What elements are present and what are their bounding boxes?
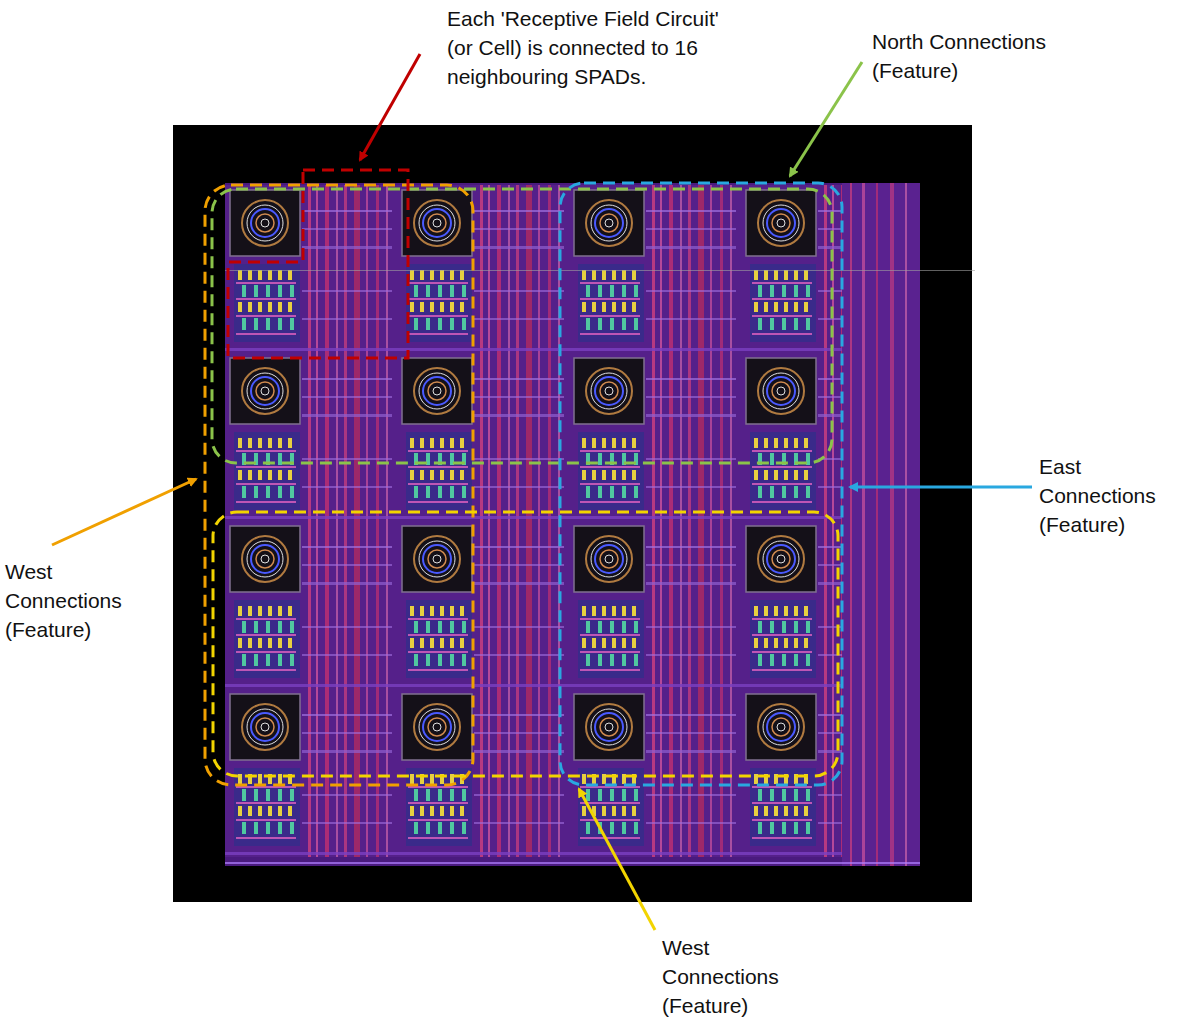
cell-callout: Each 'Receptive Field Circuit' (or Cell)…	[447, 4, 747, 91]
routing-column	[225, 183, 975, 866]
west-callout: West Connections (Feature)	[662, 933, 812, 1020]
leader-arrows	[52, 54, 1032, 930]
west-callout: West Connections (Feature)	[5, 557, 155, 644]
cell-array	[225, 185, 913, 857]
feature-outlines	[205, 170, 842, 785]
north-callout: North Connections (Feature)	[872, 27, 1102, 85]
die-background	[173, 125, 972, 902]
east-callout: East Connections (Feature)	[1039, 452, 1175, 539]
layout-area	[225, 183, 920, 866]
